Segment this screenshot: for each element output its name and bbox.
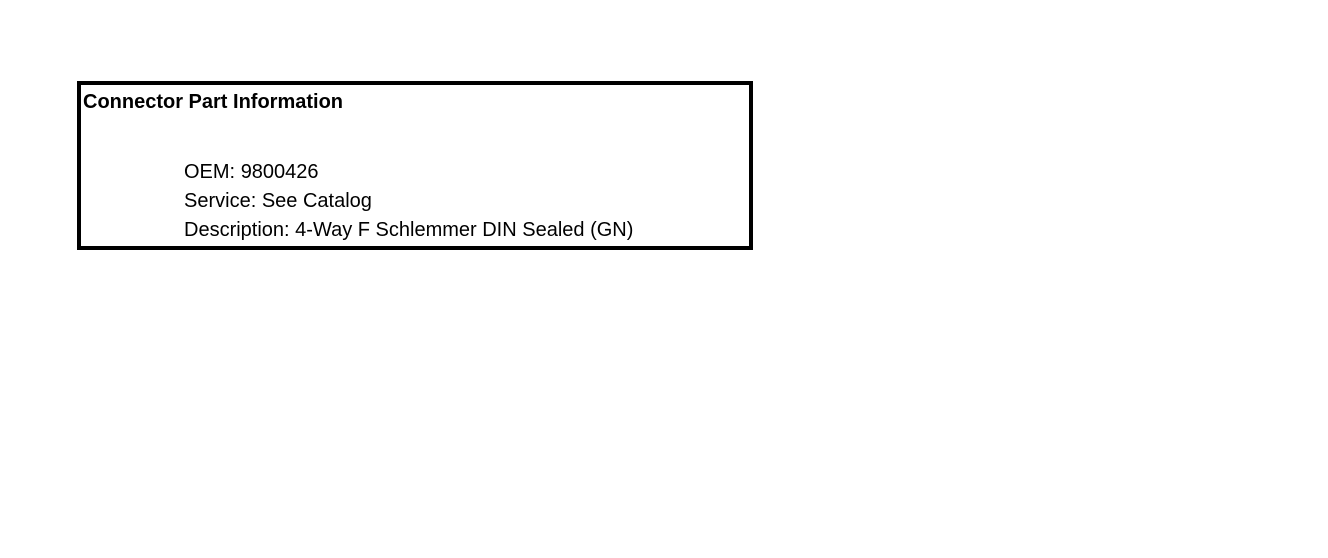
field-row-service: Service: See Catalog <box>184 187 633 216</box>
field-value-oem: 9800426 <box>240 161 319 183</box>
field-label-description: Description: <box>184 219 290 241</box>
field-label-service: Service: <box>184 190 257 212</box>
connector-part-information-panel: Connector Part Information OEM: 9800426 … <box>77 81 753 250</box>
field-value-service: See Catalog <box>261 190 372 212</box>
field-value-description: 4-Way F Schlemmer DIN Sealed (GN) <box>295 219 634 241</box>
panel-title: Connector Part Information <box>83 91 344 113</box>
field-label-oem: OEM: <box>184 161 236 183</box>
panel-field-list: OEM: 9800426 Service: See Catalog Descri… <box>184 158 633 245</box>
field-row-description: Description: 4-Way F Schlemmer DIN Seale… <box>184 216 633 245</box>
field-row-oem: OEM: 9800426 <box>184 158 633 187</box>
